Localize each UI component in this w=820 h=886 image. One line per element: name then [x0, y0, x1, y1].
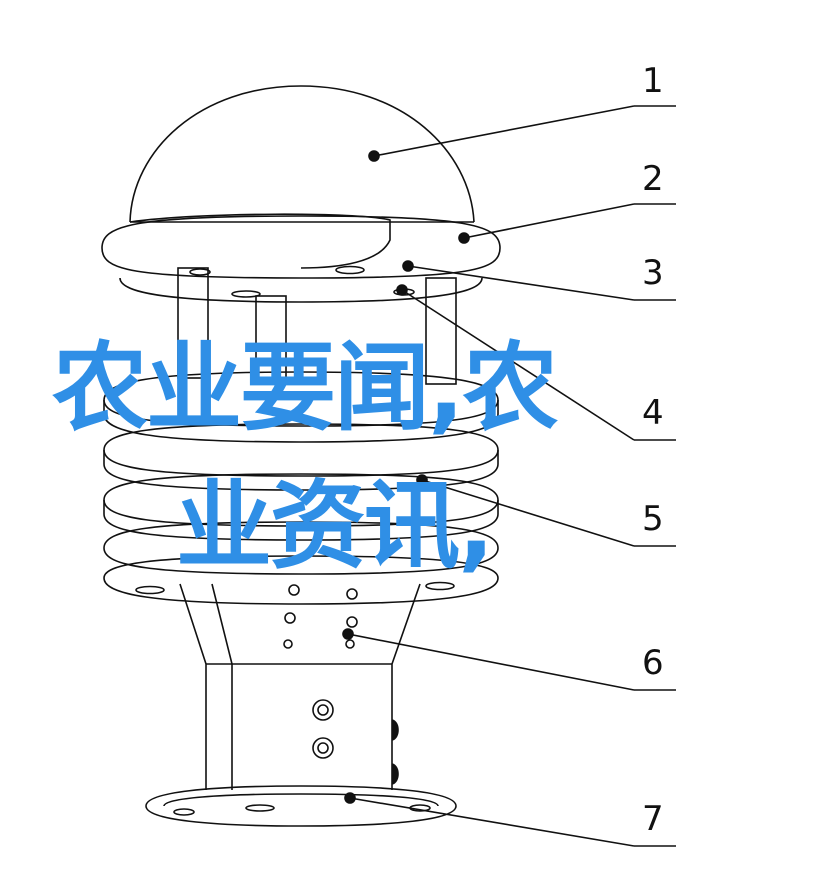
callout-number-1: 1: [642, 61, 664, 101]
callout-number-5: 5: [642, 499, 664, 539]
callout-dot-2: [458, 232, 470, 244]
callout-dot-5: [416, 474, 428, 486]
callout-dot-4: [396, 284, 408, 296]
callout-number-4: 4: [642, 393, 664, 433]
leader-lines: [342, 105, 676, 847]
overlay-heading-line-1: 农业要闻,农: [52, 332, 558, 444]
callout-number-7: 7: [642, 799, 664, 839]
callout-number-6: 6: [642, 643, 664, 683]
callout-numbers: 1 2 3 4 5 6 7: [642, 61, 664, 839]
base-plate: [145, 785, 457, 827]
dome-part: [129, 85, 475, 223]
callout-dot-1: [368, 150, 380, 162]
callout-number-3: 3: [642, 253, 664, 293]
callout-dot-3: [402, 260, 414, 272]
shield-plates: [103, 371, 499, 605]
callout-number-2: 2: [642, 159, 664, 199]
overlay-heading-line-2: 业资讯,: [176, 470, 494, 582]
support-rods: [177, 267, 457, 385]
callout-dot-6: [342, 628, 354, 640]
callout-dot-7: [344, 792, 356, 804]
collar-part: [101, 213, 501, 303]
lower-housing: [179, 583, 421, 790]
